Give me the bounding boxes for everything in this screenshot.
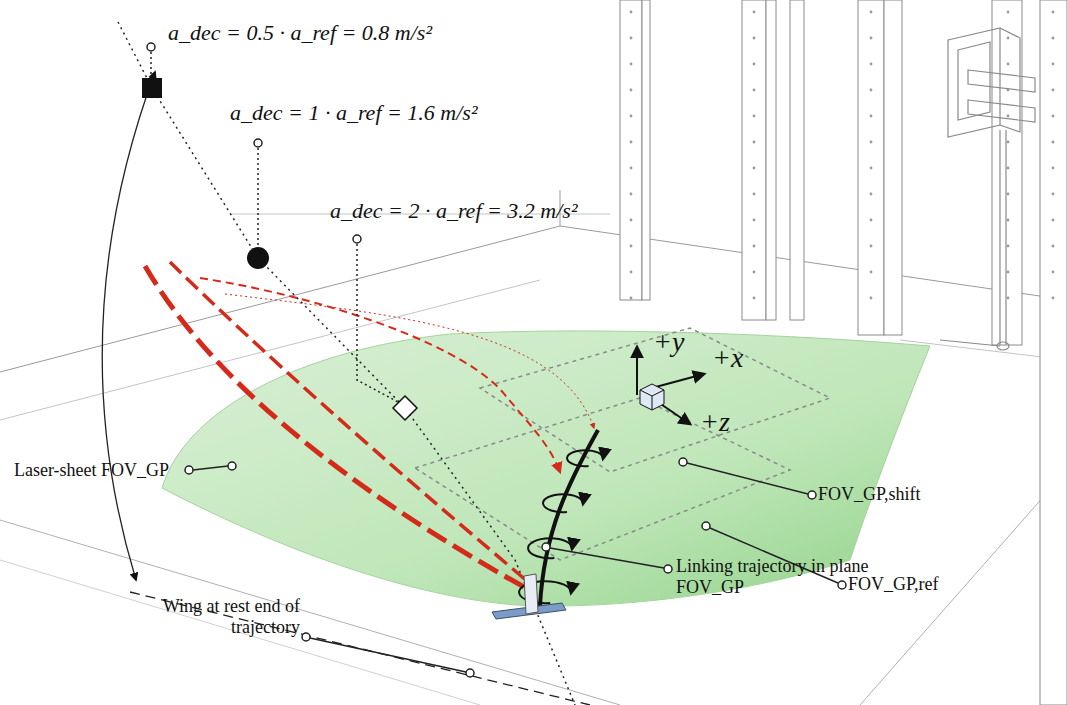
- rail-hole: [630, 89, 633, 92]
- vortex-swirl: [543, 494, 583, 512]
- rail-hole: [630, 11, 633, 14]
- rail-hole: [1007, 167, 1010, 170]
- rail-hole: [1052, 37, 1055, 40]
- rail-hole: [870, 63, 873, 66]
- part-label: FOV_GP,shift: [818, 484, 921, 505]
- rail-hole: [1052, 115, 1055, 118]
- rail-hole: [630, 219, 633, 222]
- rail-hole: [870, 37, 873, 40]
- linking-trajectory: [540, 430, 598, 606]
- rail-hole: [753, 115, 756, 118]
- rail-hole: [1007, 219, 1010, 222]
- vortex-swirl: [528, 538, 572, 558]
- rail-hole: [1052, 271, 1055, 274]
- rail-hole: [1052, 245, 1055, 248]
- coordinate-axes: [637, 347, 704, 424]
- rail-hole: [753, 11, 756, 14]
- water-tank: [0, 190, 1067, 705]
- rail-hole: [753, 271, 756, 274]
- rail-hole: [630, 63, 633, 66]
- rail-hole: [630, 193, 633, 196]
- rail-hole: [870, 219, 873, 222]
- rail-hole: [630, 141, 633, 144]
- rail-hole: [1052, 167, 1055, 170]
- approach-trajectories: [145, 262, 594, 592]
- deceleration-label: a_dec = 1 · a_ref = 1.6 m/s²: [230, 100, 478, 125]
- rail-hole: [630, 37, 633, 40]
- rail-hole: [1052, 63, 1055, 66]
- rail-hole: [1007, 37, 1010, 40]
- rail-hole: [1052, 11, 1055, 14]
- rail-hole: [870, 193, 873, 196]
- rail-hole: [1007, 11, 1010, 14]
- rail-hole: [870, 245, 873, 248]
- part-label: Linking trajectory in plane FOV_GP: [676, 556, 886, 597]
- rail-hole: [1052, 219, 1055, 222]
- rail-hole: [753, 245, 756, 248]
- fov-frames: [415, 328, 830, 560]
- rail-hole: [1052, 297, 1055, 300]
- rail-hole: [1007, 297, 1010, 300]
- deceleration-label: a_dec = 0.5 · a_ref = 0.8 m/s²: [168, 20, 432, 45]
- part-label: Laser-sheet FOV_GP: [14, 460, 169, 481]
- rail-hole: [1052, 193, 1055, 196]
- rail-hole: [753, 141, 756, 144]
- rail-hole: [753, 63, 756, 66]
- part-label: Wing at rest end of trajectory: [120, 596, 300, 637]
- part-label: FOV_GP,ref: [848, 574, 939, 595]
- rail-hole: [1007, 115, 1010, 118]
- axis-label: +z: [700, 406, 730, 438]
- rail-hole: [1052, 89, 1055, 92]
- rail-hole: [870, 89, 873, 92]
- rail-hole: [630, 167, 633, 170]
- rail-hole: [753, 193, 756, 196]
- rail-hole: [630, 245, 633, 248]
- rail-hole: [870, 271, 873, 274]
- rail-hole: [630, 271, 633, 274]
- rail-hole: [1052, 141, 1055, 144]
- rail-hole: [630, 297, 633, 300]
- rail-hole: [870, 141, 873, 144]
- rail-hole: [753, 219, 756, 222]
- rail-hole: [1007, 141, 1010, 144]
- rail-hole: [1007, 245, 1010, 248]
- deceleration-label: a_dec = 2 · a_ref = 3.2 m/s²: [330, 198, 578, 223]
- rail-hole: [870, 167, 873, 170]
- laser-sheet: [162, 331, 930, 606]
- vortex-swirl: [567, 450, 603, 466]
- deceleration-markers: [142, 78, 417, 420]
- rail-hole: [870, 115, 873, 118]
- rail-holes: [630, 11, 1055, 300]
- axis-label: +y: [653, 326, 684, 358]
- rail-hole: [630, 115, 633, 118]
- axis-label: +x: [712, 342, 743, 374]
- traverse-mechanism: [940, 28, 1035, 350]
- angle-arrow: [102, 72, 155, 580]
- rail-hole: [753, 167, 756, 170]
- rail-hole: [753, 297, 756, 300]
- deceleration-axis: [118, 22, 575, 705]
- wing-model: [492, 574, 566, 619]
- rail-hole: [753, 89, 756, 92]
- rail-hole: [870, 11, 873, 14]
- rail-hole: [1007, 193, 1010, 196]
- rail-hole: [753, 37, 756, 40]
- rail-hole: [1007, 63, 1010, 66]
- rail-hole: [870, 297, 873, 300]
- rail-hole: [1007, 271, 1010, 274]
